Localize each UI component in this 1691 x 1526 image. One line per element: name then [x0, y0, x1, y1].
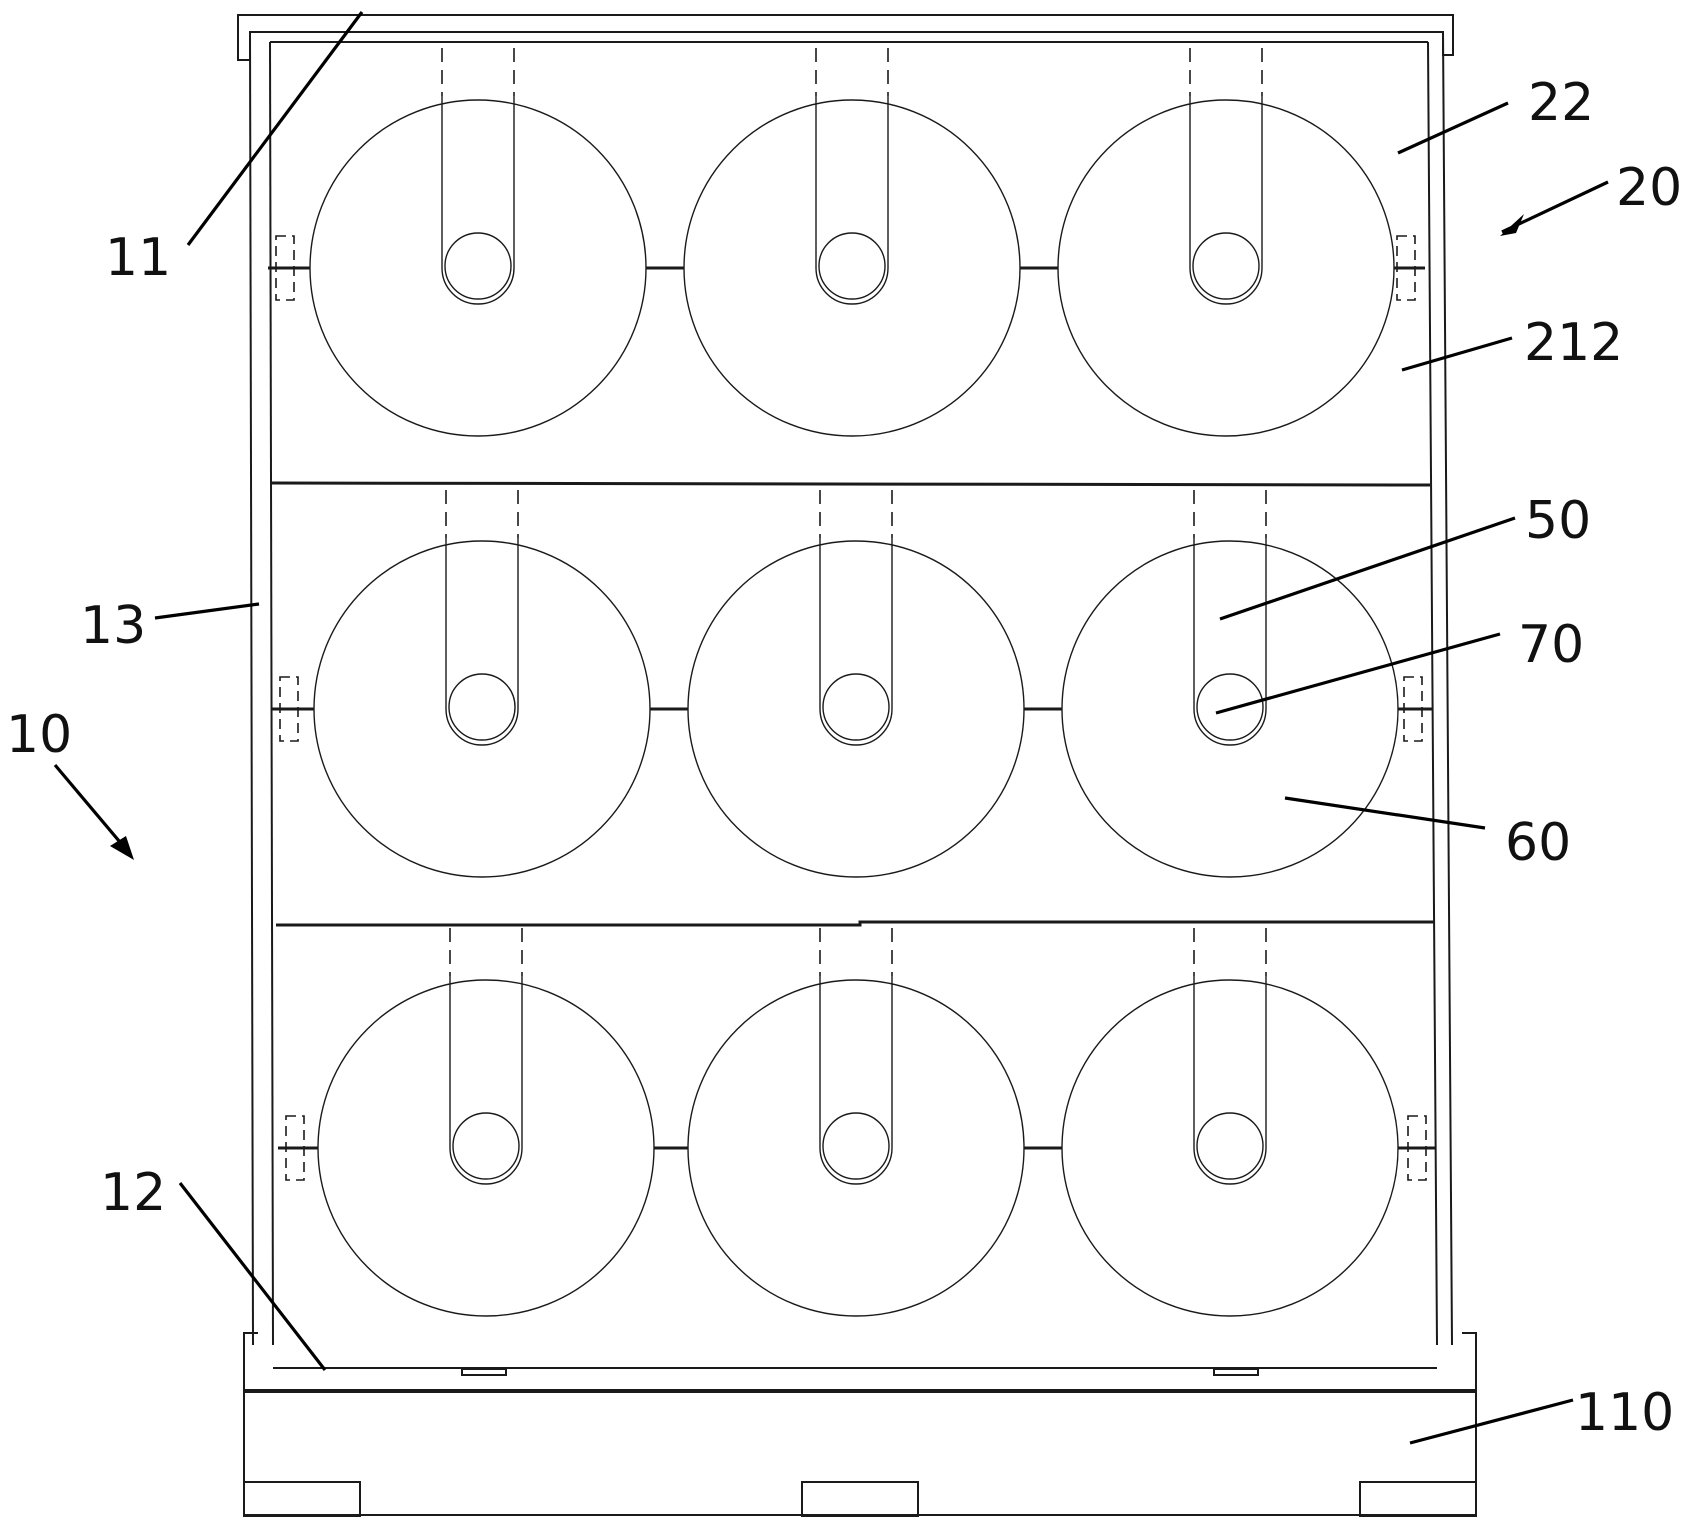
clamp-right: [1396, 235, 1416, 301]
leader-110: [1409, 1398, 1574, 1445]
hub-circle: [1192, 232, 1260, 300]
leader-12: [178, 1182, 327, 1371]
slot-outline: [441, 96, 515, 305]
clamp-right: [1403, 676, 1423, 742]
reel-array: [268, 48, 1436, 1317]
label-60: 60: [1505, 813, 1571, 873]
hub-circle: [1196, 673, 1264, 741]
reel-disc: [309, 99, 647, 437]
reel-disc: [683, 99, 1021, 437]
hub-circle: [452, 1112, 520, 1180]
reel-disc: [687, 979, 1025, 1317]
leader-10: [53, 763, 132, 856]
pallet-base: [243, 1332, 1477, 1517]
hub-circle: [822, 673, 890, 741]
label-110: 110: [1575, 1383, 1674, 1443]
clamp-left: [285, 1115, 305, 1181]
leader-212: [1401, 336, 1513, 372]
reel-disc: [1057, 99, 1395, 437]
slot-outline: [819, 976, 893, 1185]
label-70: 70: [1518, 615, 1584, 675]
leader-50: [1219, 516, 1516, 621]
leader-lines: [53, 11, 1609, 1445]
hub-circle: [444, 232, 512, 300]
shelf-dividers: [271, 481, 1434, 927]
hub-circle: [822, 1112, 890, 1180]
clamp-left: [275, 235, 295, 301]
label-50: 50: [1525, 491, 1591, 551]
slot-outline: [445, 538, 519, 746]
top-cover: [237, 14, 1454, 61]
slot-outline: [1193, 538, 1267, 746]
arrowhead-20: [1500, 214, 1524, 236]
leader-13: [154, 602, 260, 620]
reel-disc: [687, 540, 1025, 878]
leader-22: [1397, 101, 1509, 155]
label-20: 20: [1616, 158, 1682, 218]
label-11: 11: [105, 228, 171, 288]
reel-disc: [1061, 979, 1399, 1317]
slot-outline: [1189, 96, 1263, 305]
reel-disc: [313, 540, 651, 878]
arrowhead-10: [110, 836, 134, 860]
label-10: 10: [6, 705, 72, 765]
label-22: 22: [1528, 73, 1594, 133]
label-212: 212: [1524, 313, 1623, 373]
hub-circle: [1196, 1112, 1264, 1180]
slot-outline: [1193, 976, 1267, 1185]
label-12: 12: [100, 1163, 166, 1223]
leader-70: [1215, 632, 1501, 715]
hub-circle: [818, 232, 886, 300]
leader-11: [186, 11, 364, 246]
clamp-right: [1407, 1115, 1427, 1181]
slot-outline: [819, 538, 893, 746]
hub-circle: [448, 673, 516, 741]
slot-outline: [449, 976, 523, 1185]
slot-outline: [815, 96, 889, 305]
clamp-left: [279, 676, 299, 742]
reference-labels: 11 22 20 212 13 10 50 70 60 12 110: [6, 73, 1682, 1443]
side-walls: [249, 31, 1453, 1346]
label-13: 13: [80, 596, 146, 656]
reel-disc: [317, 979, 655, 1317]
leader-60: [1284, 796, 1486, 830]
